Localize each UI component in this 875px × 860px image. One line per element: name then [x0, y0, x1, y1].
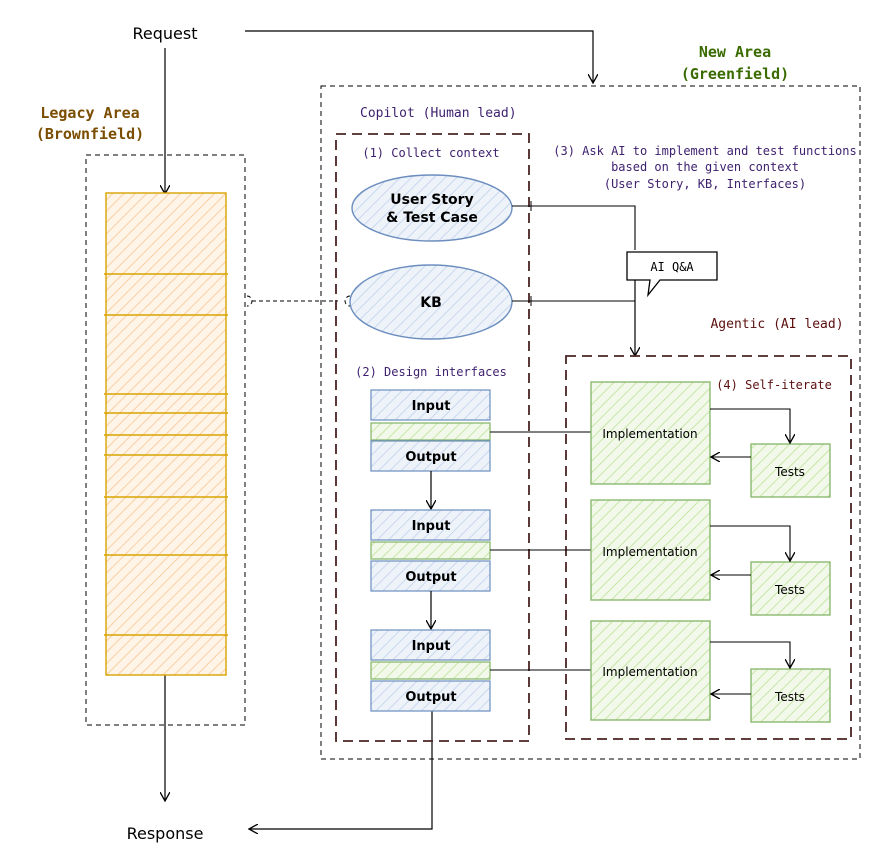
step1-label: (1) Collect context — [362, 146, 499, 160]
implementation-to-tests-arrow — [710, 641, 790, 667]
implementation-box-3 — [590, 620, 711, 721]
interface-group-3: Input Output — [370, 629, 491, 712]
legacy-title-line1: Legacy Area — [40, 104, 139, 122]
kb-label: KB — [420, 295, 442, 311]
tests-label-1: Tests — [774, 465, 805, 479]
implementation-label-3: Implementation — [602, 665, 697, 679]
greenfield-area-boundary — [320, 85, 861, 760]
agent-row-2: Implementation Tests — [490, 499, 831, 616]
legacy-kb-link — [246, 295, 351, 307]
copilot-boundary — [335, 133, 530, 742]
tests-label-3: Tests — [774, 690, 805, 704]
agent-row-1: Implementation Tests — [490, 381, 831, 498]
greenfield-title-line1: New Area — [699, 43, 771, 61]
interface-output-3: Output — [405, 690, 456, 705]
user-story-node: User Story & Test Case — [351, 174, 513, 242]
interface-group-1: Input Output — [370, 389, 491, 472]
implementation-box-1 — [590, 381, 711, 485]
request-label: Request — [133, 24, 198, 43]
step2-label: (2) Design interfaces — [355, 365, 507, 379]
greenfield-title-line2: (Greenfield) — [681, 65, 789, 83]
tests-label-2: Tests — [774, 583, 805, 597]
ai-qa-bubble: AI Q&A — [626, 251, 718, 298]
user-story-line1: User Story — [390, 192, 473, 208]
user-story-line2: & Test Case — [386, 210, 478, 226]
legacy-title-line2: (Brownfield) — [36, 125, 144, 143]
step4-label: (4) Self-iterate — [716, 378, 832, 392]
user-story-to-agentic-line — [512, 205, 636, 250]
interface-output-1: Output — [405, 450, 456, 465]
kb-node: KB — [349, 264, 513, 340]
copilot-title: Copilot (Human lead) — [360, 106, 517, 121]
tests-box-1 — [750, 443, 831, 498]
legacy-area-boundary — [85, 154, 246, 726]
response-label: Response — [127, 824, 204, 843]
legacy-area: Legacy Area (Brownfield) — [36, 104, 246, 726]
step3-line3: (User Story, KB, Interfaces) — [604, 177, 806, 191]
interface-input-2: Input — [412, 519, 451, 534]
step3-line1: (3) Ask AI to implement and test functio… — [553, 144, 856, 158]
interface-input-1: Input — [412, 399, 451, 414]
tests-box-2 — [750, 561, 831, 616]
agentic-boundary — [565, 355, 852, 740]
ai-qa-label: AI Q&A — [650, 260, 694, 274]
legacy-system-stack — [104, 192, 228, 676]
interface-group-2: Input Output — [370, 509, 491, 592]
interface-input-3: Input — [412, 639, 451, 654]
implementation-label-1: Implementation — [602, 427, 697, 441]
implementation-to-tests-arrow — [710, 408, 790, 442]
implementation-to-tests-arrow — [710, 525, 790, 560]
interface-output-2: Output — [405, 570, 456, 585]
tests-box-3 — [750, 668, 831, 723]
output-to-response-arrow — [250, 707, 433, 829]
step3-line2: based on the given context — [611, 160, 799, 174]
agent-row-3: Implementation Tests — [490, 620, 831, 723]
implementation-box-2 — [590, 499, 711, 601]
request-to-greenfield-arrow — [245, 30, 593, 82]
implementation-label-2: Implementation — [602, 545, 697, 559]
agentic-title: Agentic (AI lead) — [710, 317, 843, 332]
